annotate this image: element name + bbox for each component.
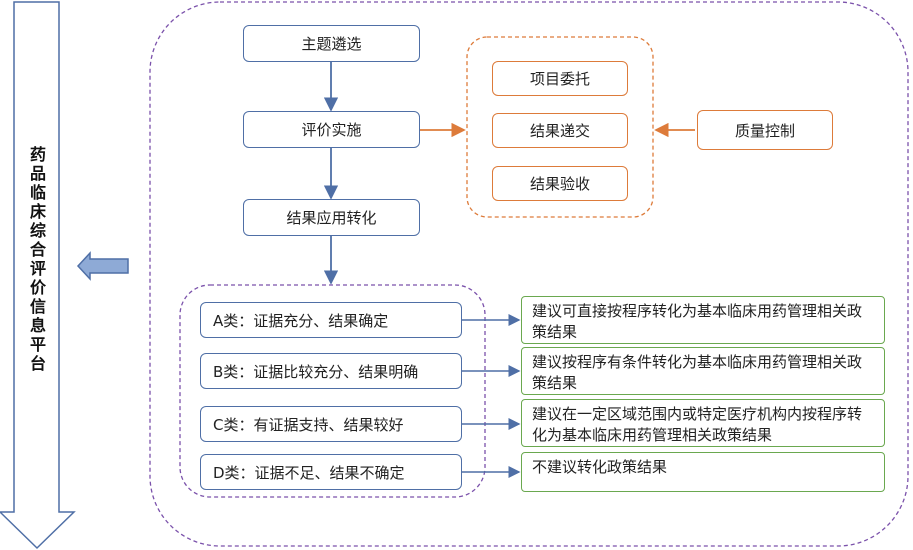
platform-arrow xyxy=(0,1,76,550)
outer-frame xyxy=(149,1,909,547)
management-group xyxy=(466,36,654,218)
categories-group xyxy=(179,284,486,498)
step-evaluation: 评价实施 xyxy=(243,111,420,148)
management-entrust: 项目委托 xyxy=(492,61,628,96)
category-d: D类：证据不足、结果不确定 xyxy=(200,454,462,490)
recommendation-d: 不建议转化政策结果 xyxy=(521,452,885,492)
recommendation-b: 建议按程序有条件转化为基本临床用药管理相关政策结果 xyxy=(521,347,885,395)
platform-label: 药品临床综合评价信息平台 xyxy=(29,145,46,373)
step-topic-selection: 主题遴选 xyxy=(243,25,420,62)
category-a: A类：证据充分、结果确定 xyxy=(200,302,462,338)
small-left-arrow xyxy=(76,251,129,281)
step-result-application: 结果应用转化 xyxy=(243,199,420,236)
recommendation-c: 建议在一定区域范围内或特定医疗机构内按程序转化为基本临床用药管理相关政策结果 xyxy=(521,399,885,447)
quality-control: 质量控制 xyxy=(697,110,833,150)
management-submit: 结果递交 xyxy=(492,113,628,148)
category-c: C类：有证据支持、结果较好 xyxy=(200,406,462,442)
recommendation-a: 建议可直接按程序转化为基本临床用药管理相关政策结果 xyxy=(521,296,885,344)
category-b: B类：证据比较充分、结果明确 xyxy=(200,353,462,389)
management-accept: 结果验收 xyxy=(492,166,628,201)
